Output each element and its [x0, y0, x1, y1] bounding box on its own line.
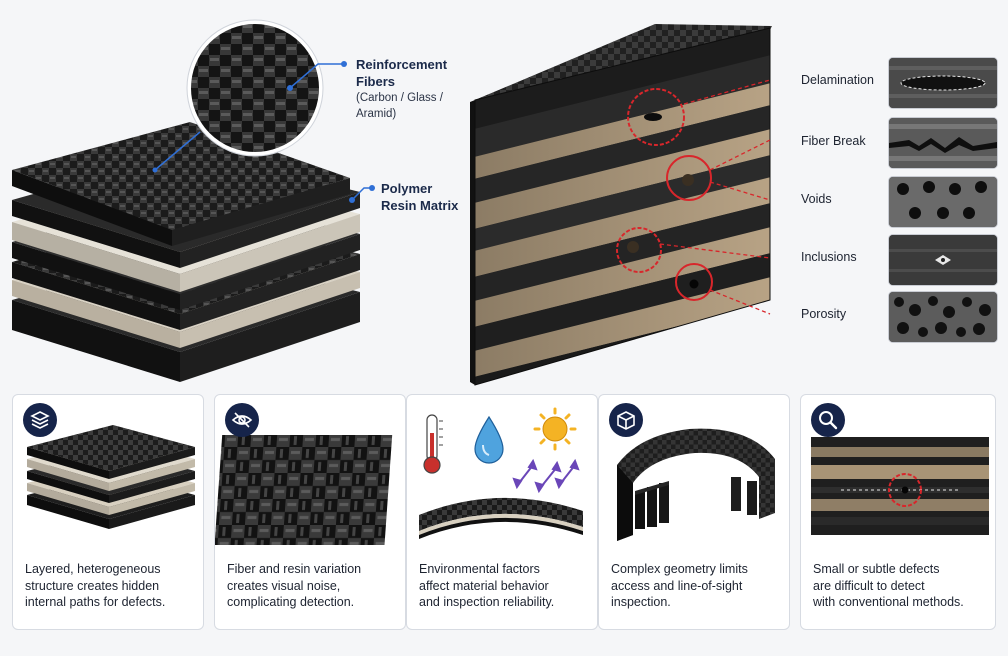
card-1-line-1: Layered, heterogeneous — [25, 562, 161, 576]
card-3-line-3: and inspection reliability. — [419, 595, 555, 609]
card-5-line-1: Small or subtle defects — [813, 562, 940, 576]
card-2-text: Fiber and resin variation creates visual… — [227, 561, 399, 611]
card-1-illustration — [13, 395, 203, 545]
card-layered-structure: Layered, heterogeneous structure creates… — [12, 394, 204, 630]
stress-arrows-icon — [512, 458, 580, 494]
card-3-text: Environmental factors affect material be… — [419, 561, 591, 611]
card-1-line-3: internal paths for defects. — [25, 595, 166, 609]
card-4-line-2: access and line-of-sight — [611, 578, 743, 593]
fibers-sub-line-1: (Carbon / Glass / — [356, 92, 443, 104]
voids-marker — [709, 181, 771, 201]
card-4-illustration — [599, 395, 789, 545]
card-2-illustration — [215, 395, 405, 547]
magnifier-icon — [811, 403, 845, 437]
inclusions-marker — [616, 227, 771, 273]
sun-icon — [533, 407, 577, 451]
fibers-label: Reinforcement Fibers (Carbon / Glass / A… — [356, 56, 447, 122]
card-visual-noise: Fiber and resin variation creates visual… — [214, 394, 406, 630]
delamination-thumbnail — [888, 57, 998, 109]
card-1-text: Layered, heterogeneous structure creates… — [25, 561, 197, 611]
delamination-marker — [627, 79, 771, 146]
card-2-line-3: complicating detection. — [227, 595, 355, 609]
card-3-line-1: Environmental factors — [419, 562, 540, 576]
card-5-illustration — [801, 395, 995, 545]
card-4-line-1: Complex geometry limits — [611, 562, 748, 576]
matrix-label: Polymer Resin Matrix — [381, 180, 458, 214]
matrix-title-line-1: Polymer — [381, 181, 433, 196]
fiber-magnifier — [186, 19, 324, 157]
card-4-text: Complex geometry limits access and line-… — [611, 561, 783, 611]
fibers-sub-line-2: Aramid) — [356, 108, 397, 120]
composite-layer-stack — [12, 19, 375, 382]
card-3-illustration — [407, 395, 597, 545]
card-3-line-2: affect material behavior — [419, 578, 549, 593]
fiber-break-marker — [666, 139, 771, 201]
defect-label-delamination: Delamination — [801, 73, 874, 87]
card-5-text: Small or subtle defects are difficult to… — [813, 561, 985, 611]
cross-section-block — [470, 24, 772, 386]
card-subtle-defects: Small or subtle defects are difficult to… — [800, 394, 996, 630]
porosity-marker — [675, 263, 771, 315]
card-2-line-2: creates visual noise, — [227, 578, 341, 593]
thermometer-icon — [423, 414, 443, 474]
card-4-line-3: inspection. — [611, 595, 671, 609]
magnifier-leader — [154, 131, 201, 171]
layer-bands — [475, 28, 770, 385]
water-drop-icon — [474, 415, 504, 464]
porosity-thumbnail — [888, 291, 998, 343]
card-complex-geometry: Complex geometry limits access and line-… — [598, 394, 790, 630]
defect-label-porosity: Porosity — [801, 307, 847, 321]
inclusions-thumbnail — [888, 234, 998, 286]
fibers-leader — [289, 63, 342, 89]
fibers-title-line-2: Fibers — [356, 74, 396, 89]
card-5-line-2: are difficult to detect — [813, 578, 925, 593]
fibers-title-line-1: Reinforcement — [356, 57, 448, 72]
card-5-line-3: with conventional methods. — [813, 595, 964, 609]
defect-label-fiber-break: Fiber Break — [801, 134, 866, 148]
defect-block-illustration: Delamination Fiber Break Voids Inclusion… — [470, 0, 1008, 390]
card-environmental-factors: Environmental factors affect material be… — [406, 394, 598, 630]
defect-label-inclusions: Inclusions — [801, 250, 857, 264]
layers-icon — [23, 403, 57, 437]
defect-label-voids: Voids — [801, 192, 832, 206]
layered-composite-illustration: Reinforcement Fibers (Carbon / Glass / A… — [0, 0, 470, 390]
cube-icon — [609, 403, 643, 437]
fiber-break-thumbnail — [888, 117, 998, 169]
card-1-line-2: structure creates hidden — [25, 578, 160, 593]
voids-thumbnail — [888, 176, 998, 228]
eye-off-icon — [225, 403, 259, 437]
card-2-line-1: Fiber and resin variation — [227, 562, 362, 576]
matrix-title-line-2: Resin Matrix — [381, 198, 459, 213]
